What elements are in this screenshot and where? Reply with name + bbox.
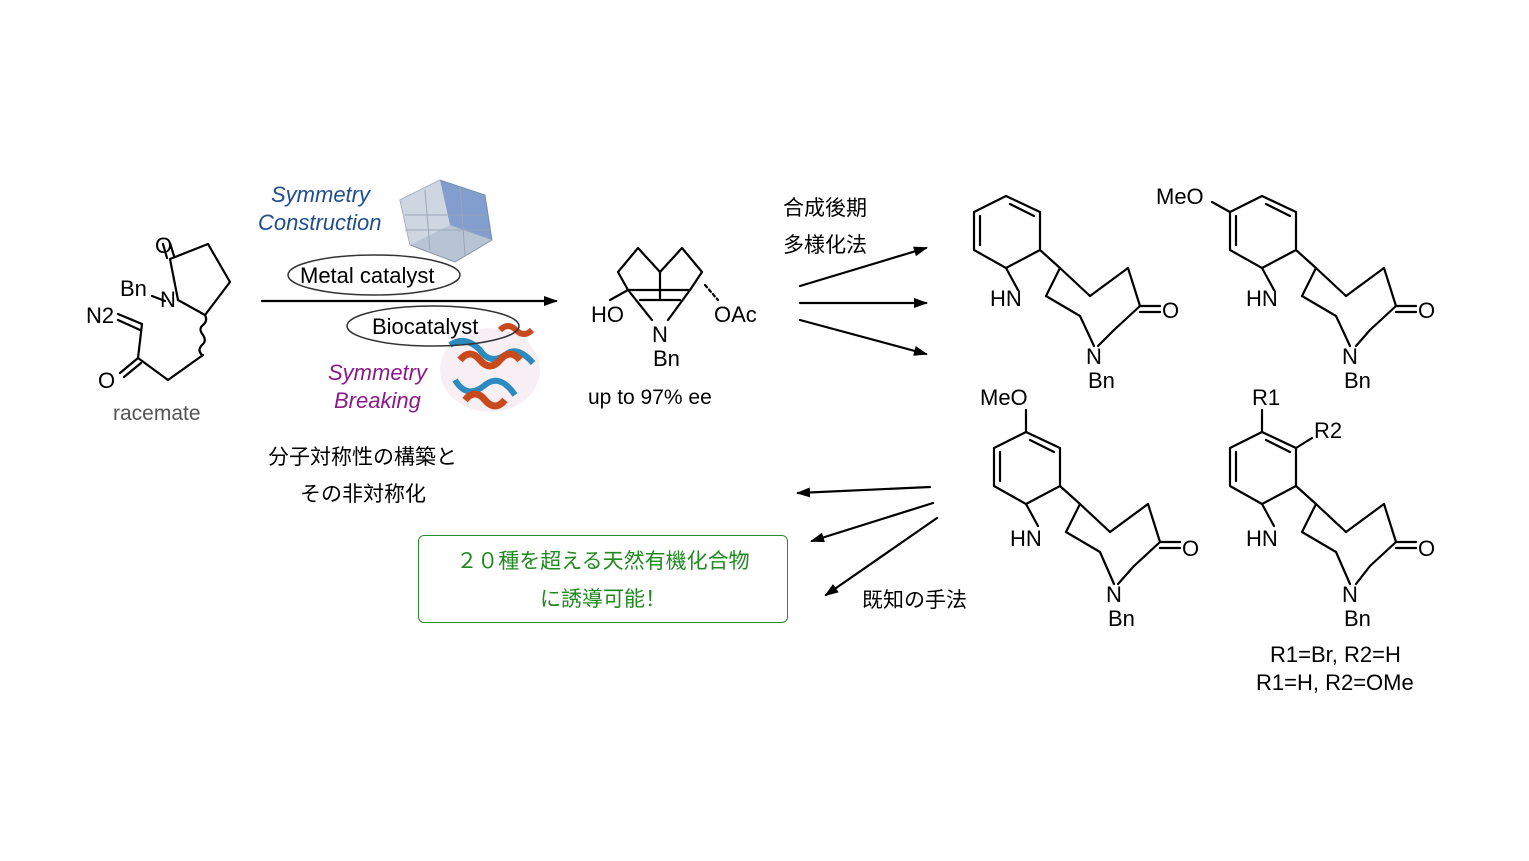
- highlight-line2: に誘導可能！: [540, 587, 666, 611]
- alk1-o: O: [1162, 298, 1179, 323]
- alk2-bn: Bn: [1344, 368, 1371, 393]
- caption-jp-line2: その非対称化: [300, 482, 426, 506]
- alkaloid-2: MeO HN O N Bn: [1156, 184, 1435, 393]
- substituents-line1: R1=Br, R2=H: [1270, 642, 1401, 667]
- biocatalyst-label: Biocatalyst: [372, 314, 478, 339]
- symmetry-breaking-line1: Symmetry: [328, 360, 429, 385]
- biocatalyst-ellipse: [346, 305, 520, 347]
- alk3-hn: HN: [1010, 526, 1042, 551]
- alk3-bn: Bn: [1108, 606, 1135, 631]
- racemate-caption: racemate: [113, 402, 201, 425]
- catalysis-panel: Symmetry Construction Metal catalyst Bio…: [258, 179, 558, 506]
- protein-icon: [440, 323, 540, 412]
- symmetry-breaking-line2: Breaking: [334, 388, 422, 413]
- product-n-label: N: [652, 322, 668, 347]
- alk1-n: N: [1086, 344, 1102, 369]
- late-stage-line1: 合成後期: [783, 196, 867, 220]
- highlight-box: ２０種を超える天然有機化合物 に誘導可能！: [418, 535, 788, 623]
- alk2-n: N: [1342, 344, 1358, 369]
- alkaloid-4: R1 R2 HN O N Bn R1=Br, R2=H R1=H, R2=OMe: [1228, 385, 1435, 695]
- alk4-o: O: [1418, 536, 1435, 561]
- late-stage-line2: 多様化法: [783, 233, 867, 257]
- alk2-meo: MeO: [1156, 184, 1204, 209]
- alk4-bn: Bn: [1344, 606, 1371, 631]
- alk3-meo: MeO: [980, 385, 1028, 410]
- bicyclic-product: HO OAc N Bn up to 97% ee: [588, 246, 757, 409]
- metal-catalyst-label: Metal catalyst: [300, 263, 435, 288]
- product-bn-label: Bn: [653, 346, 680, 371]
- symmetry-construction-line1: Symmetry: [271, 182, 372, 207]
- alk4-r1: R1: [1252, 385, 1280, 410]
- alk1-hn: HN: [990, 286, 1022, 311]
- metal-cluster-icon: [399, 179, 493, 263]
- alk4-hn: HN: [1246, 526, 1278, 551]
- n2-label: N2: [86, 303, 114, 328]
- alk2-hn: HN: [1246, 286, 1278, 311]
- o2-label: O: [98, 368, 115, 393]
- oac-label: OAc: [714, 302, 757, 327]
- alk1-bn: Bn: [1088, 368, 1115, 393]
- alk2-o: O: [1418, 298, 1435, 323]
- ee-caption: up to 97% ee: [588, 386, 712, 409]
- known-method-label: 既知の手法: [862, 588, 967, 612]
- alk3-o: O: [1182, 536, 1199, 561]
- metal-catalyst-ellipse: [287, 254, 461, 296]
- caption-jp-line1: 分子対称性の構築と: [268, 445, 457, 469]
- starting-material: Bn N O O N2 racemate: [86, 233, 232, 425]
- symmetry-construction-line2: Construction: [258, 210, 382, 235]
- highlight-line1: ２０種を超える天然有機化合物: [456, 549, 750, 573]
- substituents-line2: R1=H, R2=OMe: [1256, 670, 1414, 695]
- alk4-r2: R2: [1314, 418, 1342, 443]
- alkaloid-3: MeO HN O N Bn: [980, 385, 1199, 631]
- alkaloid-1: HN O N Bn: [972, 194, 1179, 393]
- alk4-n: N: [1342, 582, 1358, 607]
- alk3-n: N: [1106, 582, 1122, 607]
- ho-label: HO: [591, 302, 624, 327]
- diversification-arrows: 合成後期 多様化法 既知の手法: [783, 196, 967, 612]
- n-label: N: [160, 287, 176, 312]
- o-label: O: [155, 233, 172, 258]
- bn-label: Bn: [120, 276, 147, 301]
